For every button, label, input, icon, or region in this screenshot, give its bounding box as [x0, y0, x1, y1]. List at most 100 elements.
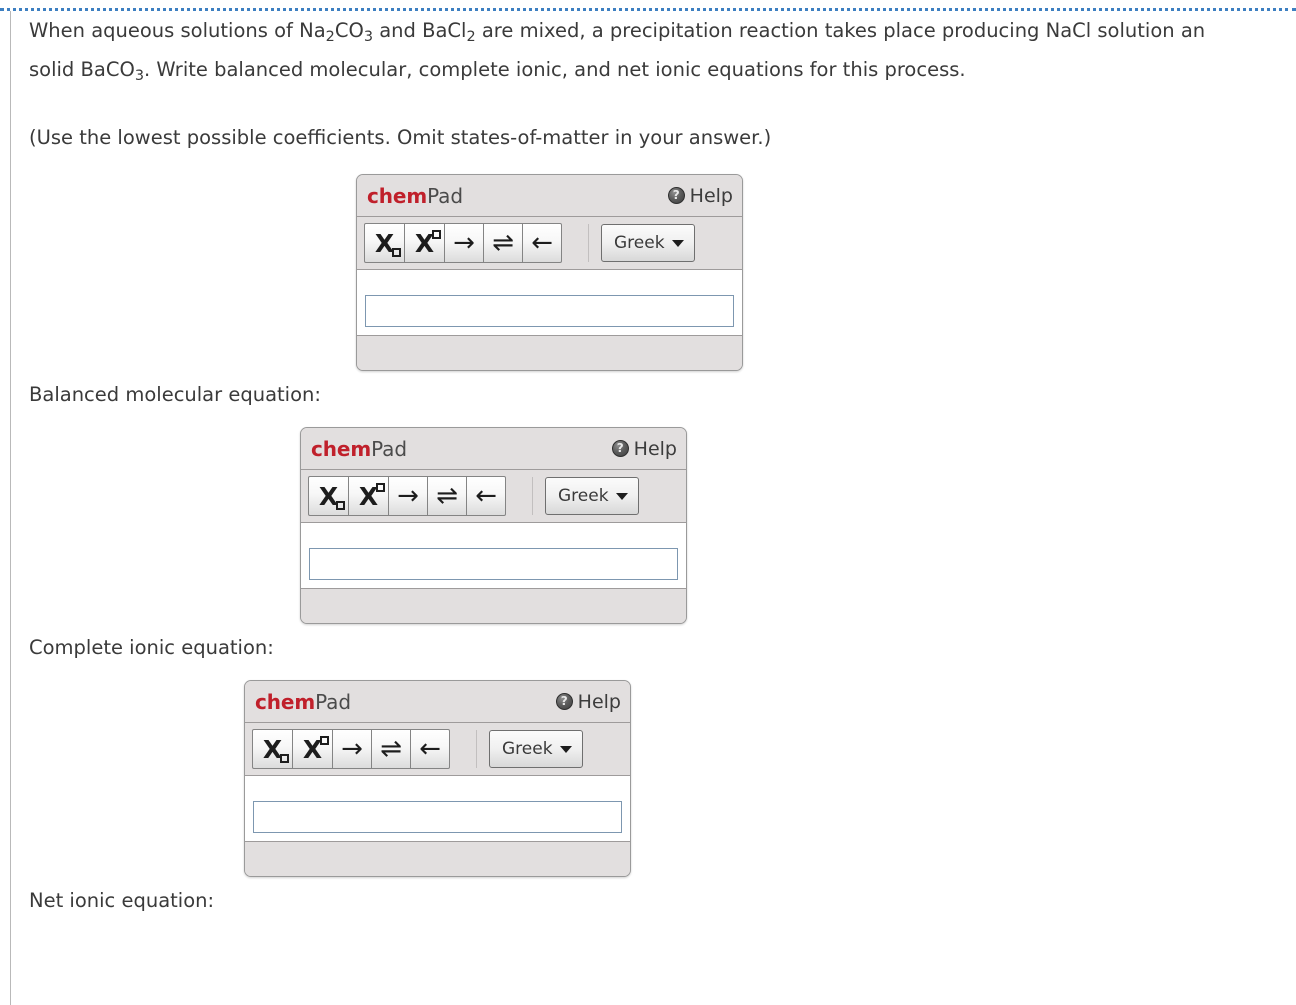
chempad-header: chemPad Help	[245, 681, 630, 723]
left-arrow-button[interactable]: ←	[522, 223, 562, 263]
arrow-left-icon: ←	[531, 228, 553, 258]
brand-chem-text: chem	[367, 183, 428, 208]
greek-label: Greek	[558, 486, 609, 506]
equilibrium-arrows-icon: ⇌	[492, 228, 514, 258]
x-subscript-icon: X	[319, 484, 345, 510]
spacer	[29, 157, 1296, 174]
help-label: Help	[633, 437, 677, 460]
superscript-button[interactable]: X	[404, 223, 445, 263]
equilibrium-arrow-button[interactable]: ⇌	[371, 729, 411, 769]
greek-dropdown-button[interactable]: Greek	[545, 477, 639, 515]
subscript: 3	[363, 29, 373, 46]
question-text-segment: solid	[29, 58, 81, 81]
chevron-down-icon	[559, 745, 572, 753]
help-label: Help	[689, 184, 733, 207]
left-margin-rule	[10, 11, 11, 1005]
subscript: 2	[325, 29, 335, 46]
help-label: Help	[577, 690, 621, 713]
equation-input[interactable]	[365, 295, 734, 327]
brand-pad-text: Pad	[315, 689, 351, 714]
question-line-2: solid BaCO3. Write balanced molecular, c…	[29, 50, 1296, 89]
chempad-header: chemPad Help	[357, 175, 742, 217]
equilibrium-arrow-button[interactable]: ⇌	[427, 476, 467, 516]
brand-chem-text: chem	[255, 689, 316, 714]
equilibrium-arrows-icon: ⇌	[436, 481, 458, 511]
arrow-right-icon: →	[341, 734, 363, 764]
subscript-button[interactable]: X	[308, 476, 349, 516]
spacer	[29, 877, 1296, 886]
chempad-toolbar: X X → ⇌ ← Greek	[357, 217, 742, 270]
top-dotted-divider	[0, 8, 1296, 11]
chempad-widget-net-ionic[interactable]: chemPad Help X X → ⇌ ←	[244, 680, 631, 877]
question-mark-circle-icon	[555, 693, 573, 710]
net-ionic-pad-row: chemPad Help X X → ⇌ ←	[244, 680, 1296, 877]
greek-dropdown-button[interactable]: Greek	[489, 730, 583, 768]
arrow-right-icon: →	[453, 228, 475, 258]
formula-bacl2: BaCl2	[422, 19, 476, 46]
question-text-segment: are mixed, a precipitation reaction take…	[475, 19, 1206, 42]
x-superscript-icon: X	[303, 735, 329, 762]
x-subscript-icon: X	[375, 231, 401, 257]
equation-input[interactable]	[253, 801, 622, 833]
complete-ionic-pad-row: chemPad Help X X → ⇌ ←	[300, 427, 1296, 624]
arrow-left-icon: ←	[419, 734, 441, 764]
chempad-body	[301, 523, 686, 589]
subscript: 3	[134, 68, 144, 85]
equilibrium-arrows-icon: ⇌	[380, 734, 402, 764]
label-complete-ionic: Complete ionic equation:	[29, 636, 274, 659]
chevron-down-icon	[615, 492, 628, 500]
left-arrow-button[interactable]: ←	[466, 476, 506, 516]
toolbar-button-group: X X → ⇌ ←	[364, 223, 562, 263]
toolbar-button-group: X X → ⇌ ←	[252, 729, 450, 769]
chempad-footer	[245, 842, 630, 876]
question-mark-circle-icon	[611, 440, 629, 457]
formula-na2co3: Na2CO3	[299, 19, 373, 46]
chempad-toolbar: X X → ⇌ ← Greek	[245, 723, 630, 776]
help-button[interactable]: Help	[667, 184, 733, 207]
greek-label: Greek	[502, 739, 553, 759]
arrow-left-icon: ←	[475, 481, 497, 511]
left-arrow-button[interactable]: ←	[410, 729, 450, 769]
balanced-molecular-pad-row: chemPad Help X X → ⇌ ←	[356, 174, 1296, 371]
question-mark-circle-icon	[667, 187, 685, 204]
chempad-toolbar: X X → ⇌ ← Greek	[301, 470, 686, 523]
label-balanced-molecular: Balanced molecular equation:	[29, 383, 321, 406]
chempad-widget-balanced-molecular[interactable]: chemPad Help X X → ⇌ ←	[356, 174, 743, 371]
x-superscript-icon: X	[359, 482, 385, 509]
right-arrow-button[interactable]: →	[332, 729, 372, 769]
chempad-brand: chemPad	[311, 437, 407, 461]
paragraph-spacer	[29, 89, 1296, 118]
label-net-ionic: Net ionic equation:	[29, 889, 215, 912]
toolbar-separator	[588, 224, 589, 262]
subscript-button[interactable]: X	[252, 729, 293, 769]
question-text-segment: When aqueous solutions of	[29, 19, 300, 42]
help-button[interactable]: Help	[555, 690, 621, 713]
brand-pad-text: Pad	[427, 183, 463, 208]
toolbar-separator	[532, 477, 533, 515]
greek-dropdown-button[interactable]: Greek	[601, 224, 695, 262]
subscript-button[interactable]: X	[364, 223, 405, 263]
chempad-brand: chemPad	[367, 184, 463, 208]
superscript-button[interactable]: X	[348, 476, 389, 516]
question-text-segment: . Write balanced molecular, complete ion…	[144, 58, 966, 81]
toolbar-button-group: X X → ⇌ ←	[308, 476, 506, 516]
spacer	[29, 624, 1296, 633]
question-line-1: When aqueous solutions of Na2CO3 and BaC…	[29, 11, 1296, 50]
spacer	[29, 410, 1296, 427]
chempad-brand: chemPad	[255, 690, 351, 714]
superscript-button[interactable]: X	[292, 729, 333, 769]
chempad-footer	[357, 336, 742, 370]
equilibrium-arrow-button[interactable]: ⇌	[483, 223, 523, 263]
formula-baco3: BaCO3	[80, 58, 144, 85]
help-button[interactable]: Help	[611, 437, 677, 460]
question-instruction: (Use the lowest possible coefficients. O…	[29, 126, 772, 149]
right-arrow-button[interactable]: →	[388, 476, 428, 516]
question-content: When aqueous solutions of Na2CO3 and BaC…	[29, 11, 1296, 916]
right-arrow-button[interactable]: →	[444, 223, 484, 263]
chevron-down-icon	[671, 239, 684, 247]
chempad-widget-complete-ionic[interactable]: chemPad Help X X → ⇌ ←	[300, 427, 687, 624]
brand-pad-text: Pad	[371, 436, 407, 461]
equation-input[interactable]	[309, 548, 678, 580]
chempad-header: chemPad Help	[301, 428, 686, 470]
